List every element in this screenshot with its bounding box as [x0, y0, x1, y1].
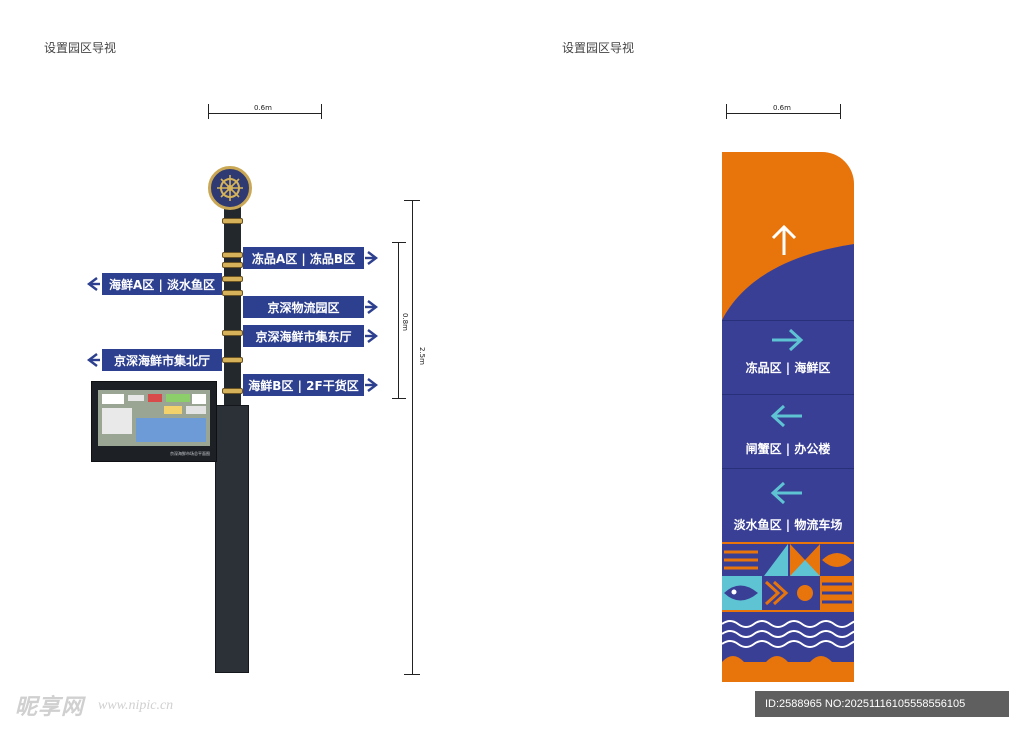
left-width-label: 0.6m [254, 104, 272, 112]
sign-zone-label: 0.8m [401, 313, 409, 331]
row-divider [722, 468, 854, 469]
watermark-url: www.nipic.cn [98, 698, 174, 713]
pole-ring [222, 357, 243, 363]
sign-label: 海鲜B区 | 2F干货区 [248, 378, 359, 393]
sign-label: 京深物流园区 [267, 300, 340, 315]
watermark-logo: 昵享网 [15, 695, 85, 720]
wayfinding-totem: 冻品区 | 海鲜区 闸蟹区 | 办公楼 淡水鱼区 | 物流车场 [722, 152, 854, 682]
sign-label: 冻品A区 | 冻品B区 [251, 251, 356, 266]
arrow-left-icon [770, 404, 802, 428]
arrow-right-icon [365, 329, 378, 343]
sign-north-hall: 京深海鲜市集北厅 [102, 349, 222, 371]
arrow-right-icon [772, 328, 804, 352]
signpost-pole [224, 202, 241, 412]
arrow-right-icon [365, 378, 378, 392]
arrow-right-icon [365, 251, 378, 265]
sign-frozen-ab: 冻品A区 | 冻品B区 [243, 247, 364, 269]
pole-ring [222, 330, 243, 336]
arrow-up-icon [771, 224, 797, 255]
sign-label: 海鲜A区 | 淡水鱼区 [108, 277, 216, 292]
image-id-text: ID:2588965 NO:20251116105558556105 [765, 698, 966, 710]
left-title: 设置园区导视 [44, 41, 117, 55]
sign-seafood-a: 海鲜A区 | 淡水鱼区 [102, 273, 222, 295]
pole-ring [222, 388, 243, 394]
pole-ring [222, 276, 243, 282]
totem-row-label: 淡水鱼区 | 物流车场 [733, 518, 843, 532]
pole-ring [222, 262, 243, 268]
arrow-left-icon [87, 277, 100, 291]
arrow-right-icon [365, 300, 378, 314]
site-map-board: 京深海鲜市场总平面图 [91, 381, 217, 462]
sign-label: 京深海鲜市集北厅 [113, 353, 210, 368]
pole-neck [227, 208, 238, 216]
sign-east-hall: 京深海鲜市集东厅 [243, 325, 364, 347]
ship-wheel-icon [217, 175, 243, 201]
ship-wheel-emblem [208, 166, 252, 210]
totem-row-label: 冻品区 | 海鲜区 [745, 361, 831, 375]
arrow-left-icon [770, 481, 802, 505]
fish-pattern-decoration [722, 542, 854, 682]
image-id-bar: ID:2588965 NO:20251116105558556105 [755, 691, 1009, 717]
row-divider [722, 320, 854, 321]
sign-label: 京深海鲜市集东厅 [255, 329, 352, 344]
totem-wave-shape [722, 244, 854, 542]
arrow-left-icon [87, 353, 100, 367]
row-divider [722, 394, 854, 395]
sign-seafood-b: 海鲜B区 | 2F干货区 [243, 374, 364, 396]
sign-logistics-park: 京深物流园区 [243, 296, 364, 318]
pole-ring [222, 290, 243, 296]
map-caption: 京深海鲜市场总平面图 [170, 451, 210, 456]
right-title: 设置园区导视 [562, 41, 635, 55]
signpost-base [215, 405, 249, 673]
pole-ring [222, 252, 243, 258]
total-height-label: 2.5m [418, 347, 426, 365]
totem-row-label: 闸蟹区 | 办公楼 [745, 442, 831, 456]
pole-ring [222, 218, 243, 224]
site-map-image [98, 390, 210, 446]
right-width-label: 0.6m [773, 104, 791, 112]
